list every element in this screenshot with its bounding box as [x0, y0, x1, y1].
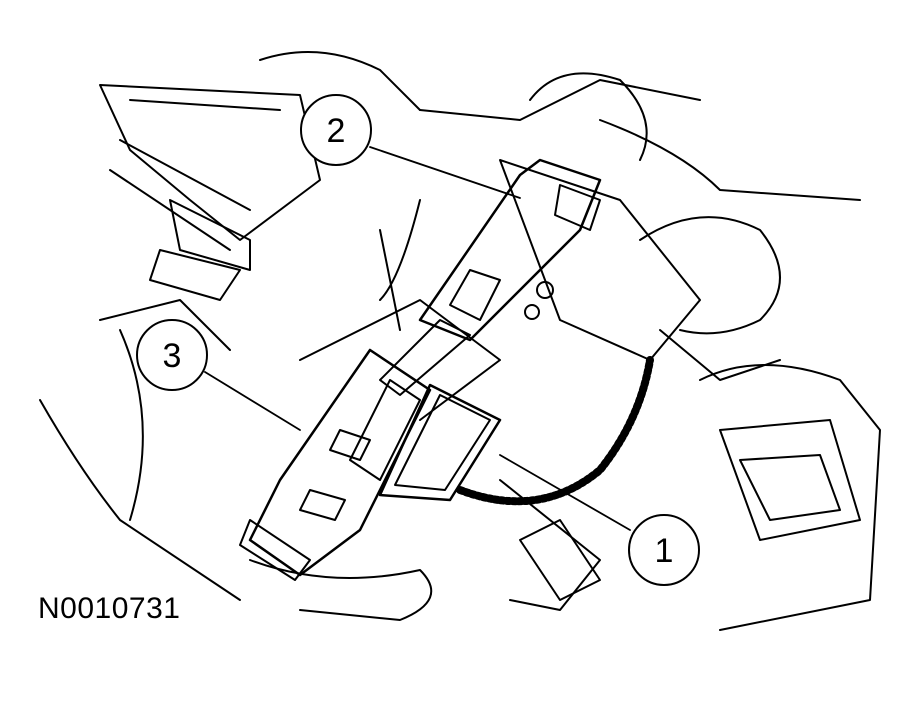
background-structure: [39, 51, 881, 631]
figure-id: N0010731: [38, 592, 181, 625]
extension-tool: [379, 158, 602, 396]
leader-lines: [204, 146, 631, 531]
callout-1-label: 1: [655, 532, 674, 570]
callout-1: 1: [628, 514, 700, 586]
callout-3-label: 3: [163, 337, 182, 375]
harness-connector: [378, 356, 654, 506]
electrical-connector: [239, 348, 432, 581]
callout-2: 2: [300, 94, 372, 166]
callout-3: 3: [136, 319, 208, 391]
callout-2-label: 2: [327, 112, 346, 150]
